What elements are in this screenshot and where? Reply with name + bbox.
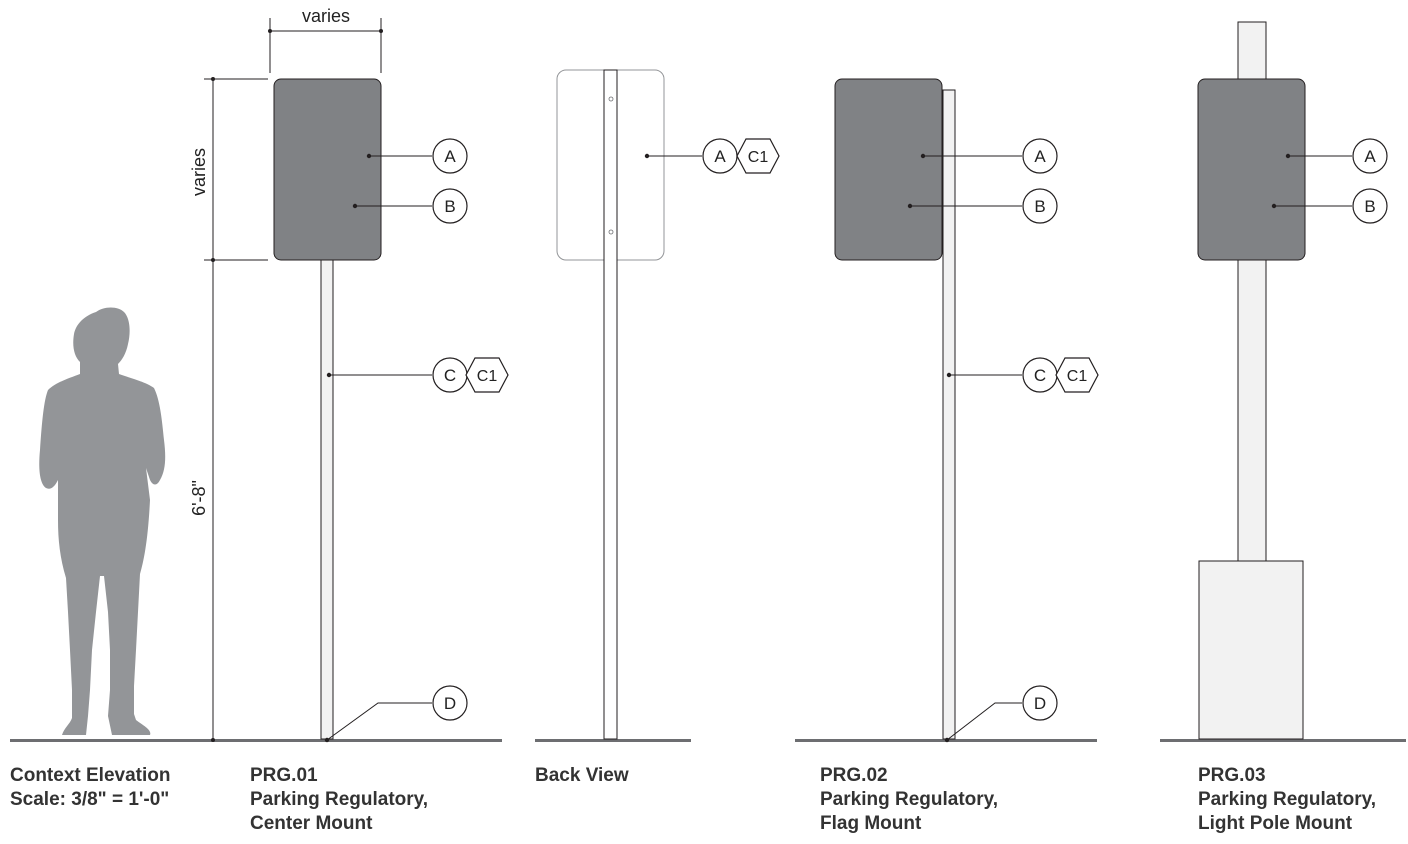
caption-prg02: PRG.02 Parking Regulatory, Flag Mount: [820, 764, 998, 836]
back-bolt-top: [608, 96, 614, 102]
prg01-sign-panel: [273, 78, 382, 261]
caption-context-title: Context Elevation: [10, 765, 171, 786]
svg-text:A: A: [714, 147, 726, 166]
caption-context-scale: Scale: 3/8" = 1'-0": [10, 789, 170, 810]
tag-a: A: [432, 138, 468, 174]
ground-line-back: [535, 739, 691, 742]
tag-d: D: [1022, 685, 1058, 721]
prg03-assembly: A B: [1197, 21, 1388, 740]
tag-c1: C1: [736, 138, 780, 174]
caption-prg01-code: PRG.01: [250, 765, 318, 786]
svg-text:C1: C1: [477, 368, 498, 385]
tag-d: D: [432, 685, 468, 721]
svg-text:D: D: [444, 694, 456, 713]
person-silhouette: [39, 307, 166, 735]
ground-line-context: [10, 739, 502, 742]
prg02-assembly: A B C C1 D: [834, 78, 1099, 743]
ground-lines: [10, 739, 1406, 742]
prg02-post: [942, 89, 956, 740]
prg01-post: [320, 259, 334, 740]
dim-sign-width: varies: [302, 6, 350, 26]
dim-mount-height: 6'-8": [189, 480, 209, 516]
ground-line-prg03: [1160, 739, 1406, 742]
svg-text:C1: C1: [1067, 368, 1088, 385]
svg-text:C: C: [1034, 366, 1046, 385]
svg-text:A: A: [1034, 147, 1046, 166]
back-post: [603, 69, 618, 740]
svg-text:D: D: [1034, 694, 1046, 713]
caption-prg02-mount: Flag Mount: [820, 813, 922, 834]
svg-text:A: A: [444, 147, 456, 166]
tag-a: A: [702, 138, 738, 174]
prg01-assembly: varies varies 6'-8" A B: [189, 6, 509, 743]
svg-text:B: B: [444, 197, 455, 216]
tag-c: C: [1022, 357, 1058, 393]
light-pole-base: [1198, 560, 1304, 740]
caption-prg03-code: PRG.03: [1198, 765, 1266, 786]
caption-prg01-name: Parking Regulatory,: [250, 789, 429, 810]
svg-text:B: B: [1364, 197, 1375, 216]
caption-prg03-name: Parking Regulatory,: [1198, 789, 1377, 810]
tag-b: B: [432, 188, 468, 224]
caption-prg02-name: Parking Regulatory,: [820, 789, 999, 810]
tag-c1: C1: [465, 357, 509, 393]
dim-sign-height: varies: [189, 148, 209, 196]
caption-context: Context Elevation Scale: 3/8" = 1'-0": [10, 764, 170, 812]
caption-prg03-mount: Light Pole Mount: [1198, 813, 1353, 834]
tag-b: B: [1022, 188, 1058, 224]
svg-text:A: A: [1364, 147, 1376, 166]
caption-prg01-mount: Center Mount: [250, 813, 373, 834]
tag-b: B: [1352, 188, 1388, 224]
prg03-sign-panel: [1197, 78, 1306, 261]
tag-a: A: [1352, 138, 1388, 174]
tag-c: C: [432, 357, 468, 393]
svg-text:C1: C1: [748, 149, 769, 166]
back-bolt-bottom: [608, 229, 614, 235]
caption-back-view: Back View: [535, 764, 629, 788]
tag-a: A: [1022, 138, 1058, 174]
caption-prg03: PRG.03 Parking Regulatory, Light Pole Mo…: [1198, 764, 1376, 836]
svg-text:C: C: [444, 366, 456, 385]
prg02-sign-panel: [834, 78, 943, 261]
svg-text:B: B: [1034, 197, 1045, 216]
caption-prg02-code: PRG.02: [820, 765, 888, 786]
caption-prg01: PRG.01 Parking Regulatory, Center Mount: [250, 764, 428, 836]
back-view-assembly: A C1: [556, 69, 780, 740]
caption-back-view-title: Back View: [535, 765, 629, 786]
tag-c1: C1: [1055, 357, 1099, 393]
